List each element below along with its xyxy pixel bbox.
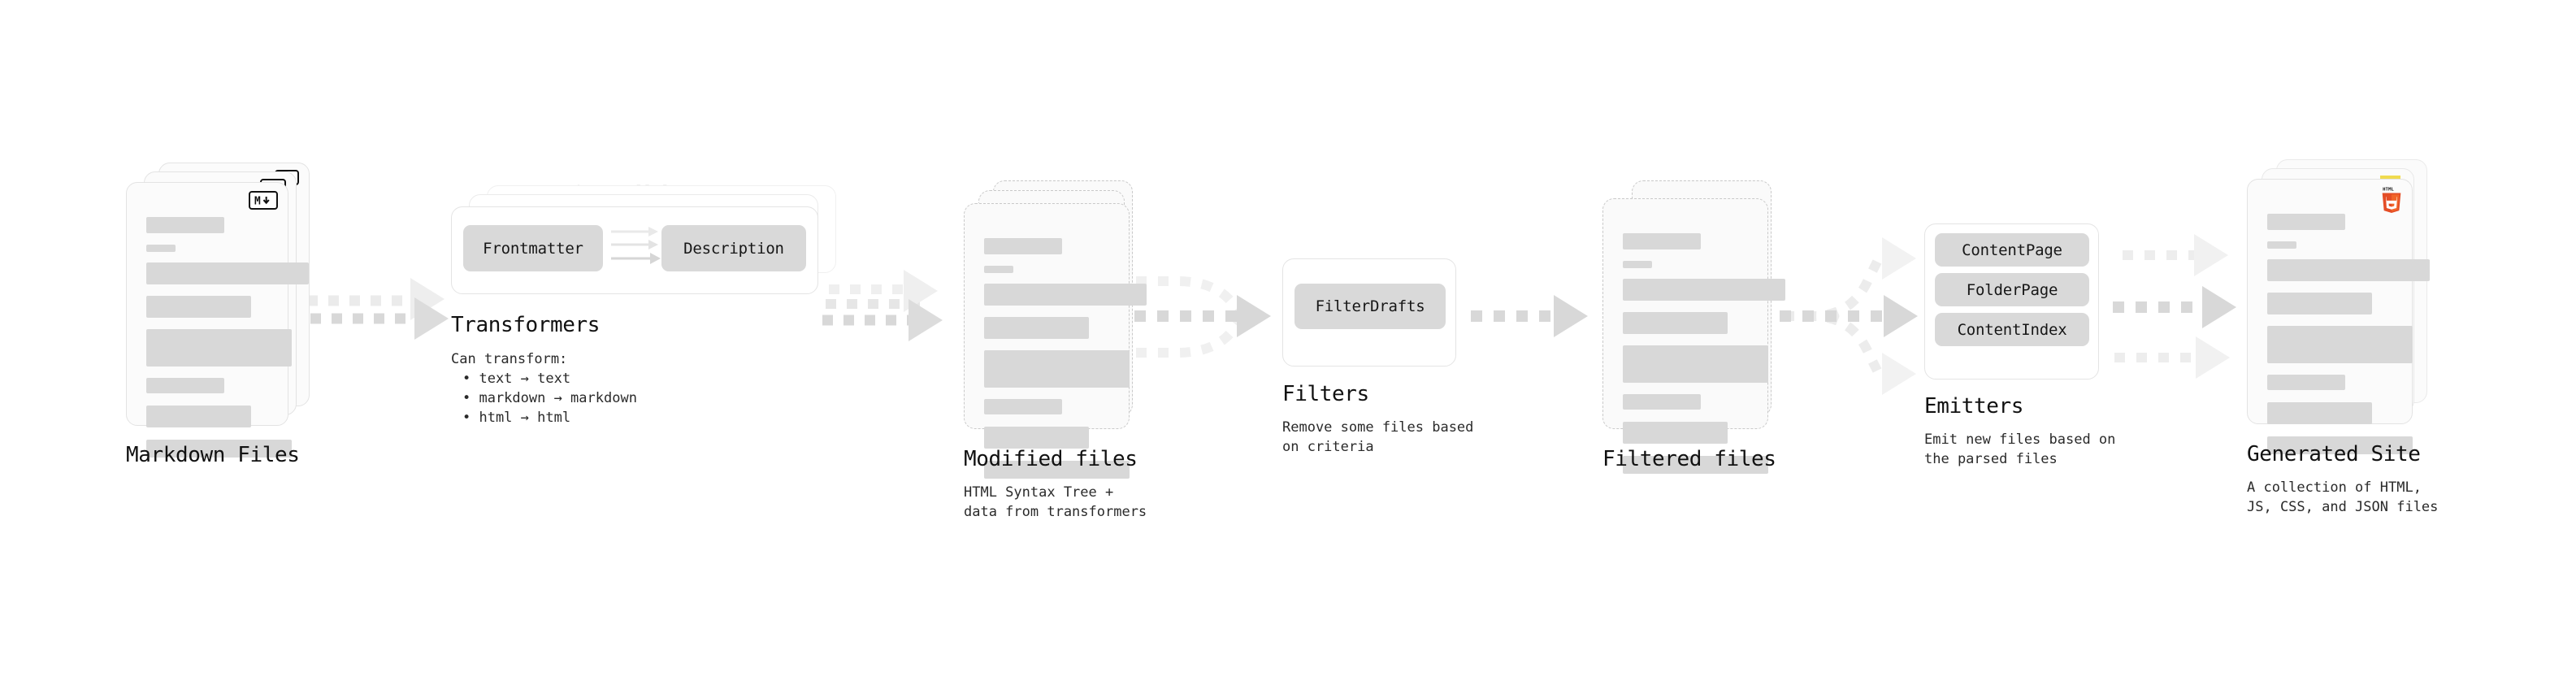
markdown-card-stack: M M M (126, 163, 313, 458)
filtered-card-front (1602, 198, 1785, 474)
generated-site-subtitle: A collection of HTML, JS, CSS, and JSON … (2247, 479, 2439, 515)
filters-subtitle: Remove some files based on criteria (1282, 419, 1474, 455)
skeleton-bar (1623, 456, 1768, 474)
pill-contentindex[interactable]: ContentIndex (1935, 313, 2089, 346)
stage-title-transformers: Transformers (451, 313, 601, 337)
skeleton-bar (2267, 402, 2372, 424)
skeleton-bar (984, 350, 1130, 388)
skeleton-bar (1623, 312, 1728, 334)
site-card-skeleton (2248, 180, 2430, 454)
skeleton-bar (146, 440, 292, 458)
stage-transformers: Run in parallel Frontmatter Description (451, 183, 841, 426)
markdown-card-front: M (126, 182, 309, 458)
pill-folderpage[interactable]: FolderPage (1935, 273, 2089, 306)
transformers-subtitle-head: Can transform: (451, 351, 568, 367)
skeleton-bar (1623, 422, 1728, 444)
list-item: • html → html (462, 410, 571, 426)
filters-box[interactable]: FilterDrafts (1282, 258, 1456, 367)
skeleton-bar (146, 329, 292, 367)
skeleton-bar (2267, 241, 2296, 249)
stage-title-emitters: Emitters (1924, 394, 2024, 419)
stage-title-filters: Filters (1282, 382, 1369, 406)
list-item: • markdown → markdown (462, 390, 637, 406)
transformer-box-stack: Frontmatter Description (451, 185, 841, 294)
skeleton-bar (984, 238, 1062, 254)
arrow-filters-to-filtered (1471, 295, 1588, 337)
skeleton-bar (984, 399, 1062, 414)
skeleton-bar (1623, 261, 1652, 268)
modified-card-stack (964, 180, 1147, 479)
pill-frontmatter[interactable]: Frontmatter (463, 225, 603, 271)
skeleton-bar (146, 262, 309, 284)
stage-filtered-files: Filtered files (1602, 180, 1785, 474)
stage-title-modified-files: Modified files (964, 447, 1138, 471)
transformer-box-front[interactable]: Frontmatter Description (451, 206, 818, 294)
skeleton-bar (1623, 279, 1785, 301)
skeleton-bar (984, 266, 1013, 273)
modified-card-front (964, 203, 1147, 479)
skeleton-bar (2267, 375, 2345, 390)
skeleton-bar (984, 427, 1089, 449)
svg-text:HTML: HTML (2383, 188, 2394, 193)
list-item: • text → text (462, 371, 571, 387)
skeleton-bar (146, 296, 251, 318)
stage-title-markdown-files: Markdown Files (126, 443, 300, 467)
pill-contentpage[interactable]: ContentPage (1935, 233, 2089, 267)
skeleton-bar (984, 461, 1130, 479)
inner-arrows (611, 227, 661, 264)
skeleton-bar (2267, 293, 2372, 314)
site-card-stack: CSS HTML (2247, 159, 2442, 454)
markdown-icon: M (249, 191, 278, 210)
stage-generated-site: CSS HTML Gener (2247, 159, 2442, 515)
filtered-card-stack (1602, 180, 1785, 474)
transformers-capability-list: • text → text • markdown → markdown • ht… (462, 369, 637, 427)
markdown-card-skeleton (127, 183, 309, 458)
skeleton-bar (146, 217, 224, 233)
arrow-markdown-to-transformers (307, 278, 449, 340)
html5-icon: HTML (2379, 185, 2404, 216)
svg-text:M: M (254, 195, 261, 206)
pill-filterdrafts[interactable]: FilterDrafts (1295, 284, 1446, 329)
arrow-emitters-to-site (2113, 234, 2236, 379)
site-card-html: HTML (2247, 179, 2430, 454)
skeleton-bar (1623, 394, 1701, 410)
emitters-box[interactable]: ContentPage FolderPage ContentIndex (1924, 223, 2099, 380)
arrow-modified-to-filters (1134, 276, 1271, 358)
skeleton-bar (2267, 214, 2345, 230)
skeleton-bar (2267, 326, 2413, 363)
skeleton-bar (146, 245, 176, 252)
skeleton-bar (146, 378, 224, 393)
skeleton-bar (984, 317, 1089, 339)
filtered-card-skeleton (1603, 199, 1785, 474)
stage-title-generated-site: Generated Site (2247, 442, 2421, 466)
skeleton-bar (2267, 436, 2413, 454)
modified-card-skeleton (965, 204, 1147, 479)
stage-title-filtered-files: Filtered files (1602, 447, 1776, 471)
skeleton-bar (1623, 345, 1768, 383)
skeleton-bar (2267, 259, 2430, 281)
skeleton-bar (1623, 233, 1701, 249)
stage-markdown-files: M M M Markdown Files (126, 163, 313, 467)
pill-description[interactable]: Description (661, 225, 806, 271)
stage-modified-files: Modified files HTML Syntax Tree + data f… (964, 180, 1147, 520)
emitters-subtitle: Emit new files based on the parsed files (1924, 432, 2116, 467)
arrow-filtered-to-emitters (1780, 237, 1918, 395)
skeleton-bar (146, 406, 251, 427)
modified-files-subtitle: HTML Syntax Tree + data from transformer… (964, 484, 1147, 520)
skeleton-bar (984, 284, 1147, 306)
